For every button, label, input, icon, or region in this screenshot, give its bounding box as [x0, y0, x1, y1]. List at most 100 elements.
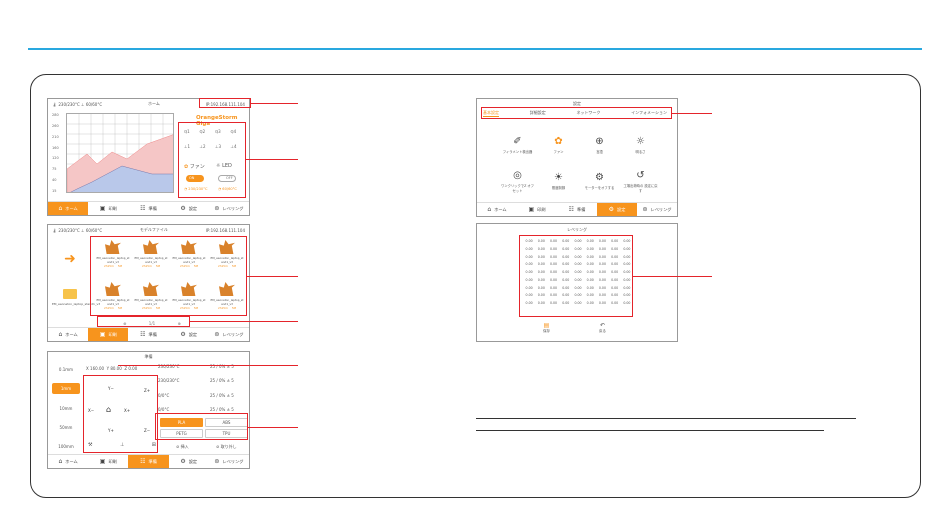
leveling-value[interactable]: 0.00	[562, 246, 570, 251]
leveling-value[interactable]: 0.00	[623, 246, 631, 251]
settings-item[interactable]: ☀照度制御	[538, 163, 579, 199]
motor-off-icon[interactable]: ⚒	[88, 442, 93, 448]
heater-temp[interactable]: 0/0°C	[158, 392, 170, 398]
leveling-value[interactable]: 0.00	[623, 277, 631, 282]
leveling-value[interactable]: 0.00	[574, 254, 582, 259]
leveling-value[interactable]: 0.00	[537, 285, 545, 290]
leveling-value[interactable]: 0.00	[598, 270, 606, 275]
unload-button[interactable]: ⊘ 取り外し	[216, 444, 237, 449]
settings-item[interactable]: ⚙モーターをオフする	[579, 163, 620, 199]
leveling-value[interactable]: 0.00	[598, 254, 606, 259]
step-button[interactable]: 0.1mm	[58, 367, 74, 372]
nav-home[interactable]: ⌂ホーム	[58, 458, 78, 465]
settings-item[interactable]: ✐フィラメント検出器	[497, 127, 538, 163]
nav-prepare[interactable]: ☷準備	[140, 331, 157, 338]
leveling-value[interactable]: 0.00	[549, 246, 558, 251]
leveling-value[interactable]: 0.00	[525, 285, 533, 290]
settings-item[interactable]: ↺工場出荷時の 設定に戻す	[620, 163, 661, 199]
leveling-value[interactable]: 0.00	[574, 285, 582, 290]
settings-item[interactable]: ⊕言語	[579, 127, 620, 163]
leveling-value[interactable]: 0.00	[598, 301, 606, 306]
nav-print[interactable]: ▣印刷	[99, 205, 117, 212]
settings-tab[interactable]: ネットワーク	[576, 110, 601, 115]
leveling-value[interactable]: 0.00	[574, 277, 582, 282]
leveling-value[interactable]: 0.00	[537, 270, 545, 275]
leveling-value[interactable]: 0.00	[623, 293, 631, 298]
nav-print[interactable]: ▣印刷	[528, 206, 546, 213]
led-control[interactable]: ☼ LED	[216, 163, 232, 169]
led-toggle[interactable]: OFF	[218, 175, 236, 182]
nav-home[interactable]: ⌂ホーム	[48, 202, 89, 215]
fan-speed[interactable]: 25 / 0% ± 5	[210, 406, 234, 412]
leveling-value[interactable]: 0.00	[562, 285, 570, 290]
nav-leveling[interactable]: ⊜レベリング	[642, 206, 672, 213]
settings-item[interactable]: ✿ファン	[538, 127, 579, 163]
leveling-value[interactable]: 0.00	[574, 246, 582, 251]
leveling-value[interactable]: 0.00	[525, 254, 533, 259]
settings-item[interactable]: ◎ワンクリックでZ オフセット	[497, 163, 538, 199]
leveling-value[interactable]: 0.00	[562, 262, 570, 267]
y-minus-button[interactable]: Y−	[108, 386, 114, 391]
leveling-value[interactable]: 0.00	[549, 293, 558, 298]
leveling-value[interactable]: 0.00	[598, 262, 606, 267]
leveling-value[interactable]: 0.00	[611, 301, 619, 306]
leveling-value[interactable]: 0.00	[537, 277, 545, 282]
nav-print[interactable]: ▣印刷	[99, 458, 117, 465]
leveling-value[interactable]: 0.00	[623, 254, 631, 259]
leveling-value[interactable]: 0.00	[598, 246, 606, 251]
back-button[interactable]: ↶戻る	[599, 322, 606, 333]
filament-mode-button[interactable]: PETG	[160, 429, 203, 438]
leveling-value[interactable]: 0.00	[574, 301, 582, 306]
leveling-value[interactable]: 0.00	[525, 270, 533, 275]
z-minus-button[interactable]: Z−	[144, 428, 151, 433]
leveling-value[interactable]: 0.00	[549, 270, 558, 275]
leveling-value[interactable]: 0.00	[586, 301, 594, 306]
fan-control[interactable]: ✿ ファン	[184, 164, 205, 170]
leveling-value[interactable]: 0.00	[574, 270, 582, 275]
bed-cell[interactable]: ⊥3	[215, 144, 222, 149]
heater-temp[interactable]: 230/230°C	[158, 378, 180, 384]
leveling-value[interactable]: 0.00	[549, 262, 558, 267]
nav-leveling[interactable]: ⊜レベリング	[214, 458, 244, 465]
x-minus-button[interactable]: X−	[88, 408, 95, 413]
leveling-value[interactable]: 0.00	[611, 246, 619, 251]
leveling-value[interactable]: 0.00	[586, 239, 594, 243]
leveling-value[interactable]: 0.00	[623, 301, 631, 306]
settings-tab[interactable]: 基本設定	[483, 110, 499, 117]
leveling-value[interactable]: 0.00	[549, 301, 558, 306]
heater-temp[interactable]: 230/230°C	[158, 364, 180, 369]
nav-settings[interactable]: ⚙設定	[180, 458, 198, 465]
nav-settings[interactable]: ⚙設定	[180, 331, 198, 338]
leveling-value[interactable]: 0.00	[549, 285, 558, 290]
leveling-value[interactable]: 0.00	[586, 270, 594, 275]
save-button[interactable]: ▤保存	[543, 322, 550, 333]
nav-print[interactable]: ▣印刷	[88, 328, 129, 341]
x-plus-button[interactable]: X+	[124, 408, 131, 413]
leveling-value[interactable]: 0.00	[586, 293, 594, 298]
leveling-value[interactable]: 0.00	[623, 239, 631, 243]
prev-page-button[interactable]: ⊕	[123, 321, 127, 326]
bed-cell[interactable]: ⊥4	[230, 144, 237, 149]
leveling-value[interactable]: 0.00	[537, 246, 545, 251]
leveling-value[interactable]: 0.00	[598, 277, 606, 282]
usb-import-button[interactable]: ➜	[52, 241, 88, 277]
nav-leveling[interactable]: ⊜レベリング	[214, 205, 244, 212]
leveling-value[interactable]: 0.00	[549, 239, 558, 243]
step-button[interactable]: 1mm	[52, 383, 80, 395]
leveling-value[interactable]: 0.00	[586, 246, 594, 251]
nav-prepare[interactable]: ☷準備	[128, 455, 169, 468]
filament-mode-button[interactable]: PLA	[160, 418, 203, 427]
settings-tab[interactable]: 詳細設定	[529, 110, 546, 115]
fan-toggle[interactable]: ON	[186, 175, 204, 182]
settings-tab[interactable]: インフォメーション	[631, 110, 667, 115]
leveling-value[interactable]: 0.00	[525, 301, 533, 306]
z-plus-button[interactable]: Z+	[144, 388, 151, 393]
nav-settings[interactable]: ⚙設定	[180, 205, 198, 212]
nav-leveling[interactable]: ⊜レベリング	[214, 331, 244, 338]
leveling-value[interactable]: 0.00	[549, 254, 558, 259]
step-button[interactable]: 10mm	[59, 405, 73, 411]
